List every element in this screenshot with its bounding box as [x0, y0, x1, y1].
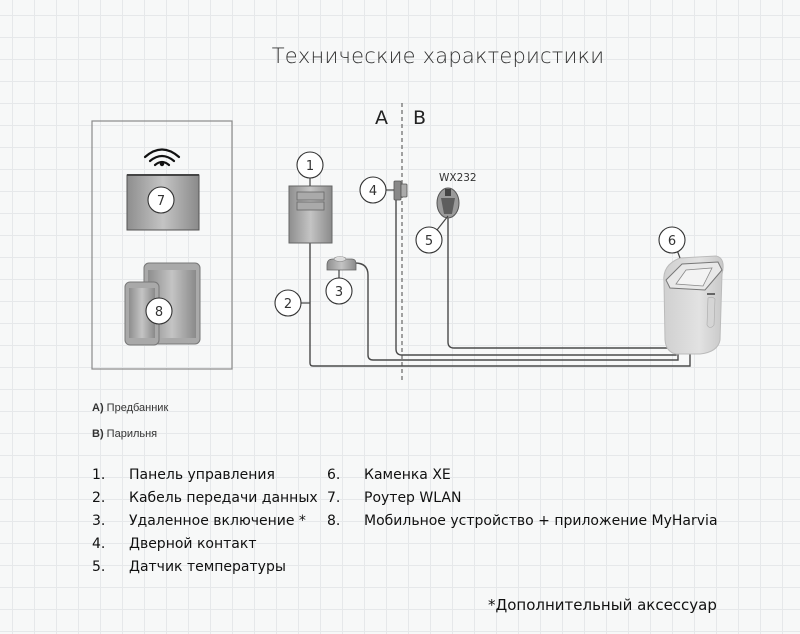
callout-5: 5 [415, 226, 443, 254]
callout-6: 6 [658, 226, 686, 254]
callout-4: 4 [359, 176, 387, 204]
remote-switch [326, 258, 357, 271]
mobile-devices [124, 262, 201, 346]
door-contact [393, 180, 408, 201]
sauna-heater [663, 255, 724, 355]
svg-text:8: 8 [155, 305, 163, 320]
page-title: Технические характеристики [271, 44, 605, 68]
callout-7: 7 [147, 186, 175, 214]
legend-item: 1.Панель управления [92, 466, 275, 483]
svg-text:3: 3 [335, 285, 343, 300]
footnote: *Дополнительный аксессуар [488, 596, 717, 614]
callout-1: 1 [296, 151, 324, 179]
legend-item: 6.Каменка XE [327, 466, 451, 483]
svg-text:2: 2 [284, 297, 292, 312]
svg-text:7: 7 [157, 194, 165, 209]
zone-a-label: A [375, 107, 388, 129]
zone-b-item: B) Парильня [92, 428, 158, 440]
remote-devices-frame [91, 120, 233, 370]
wifi-icon [143, 148, 181, 167]
legend-item: 8.Мобильное устройство + приложение MyHa… [327, 512, 718, 529]
legend-item: 2.Кабель передачи данных [92, 489, 318, 506]
sensor-model-label: WX232 [439, 172, 477, 184]
legend-right: 6.Каменка XE 7.Роутер WLAN 8.Мобильное у… [327, 463, 718, 532]
legend-item: 3.Удаленное включение * [92, 512, 306, 529]
svg-text:1: 1 [306, 159, 314, 174]
svg-text:6: 6 [668, 234, 676, 249]
legend-left: 1.Панель управления 2.Кабель передачи да… [92, 463, 318, 578]
wlan-router [126, 174, 200, 231]
svg-text:5: 5 [425, 234, 433, 249]
legend-item: 7.Роутер WLAN [327, 489, 462, 506]
callout-8: 8 [145, 297, 173, 325]
zone-legend: A) Предбанник B) Парильня [92, 402, 168, 454]
callout-3: 3 [325, 277, 353, 305]
legend-item: 5.Датчик температуры [92, 558, 286, 575]
callout-2: 2 [274, 289, 310, 317]
cables [309, 198, 691, 367]
temperature-sensor [436, 187, 460, 219]
legend-item: 4.Дверной контакт [92, 535, 257, 552]
zone-b-label: B [413, 107, 426, 129]
zone-a-item: A) Предбанник [92, 402, 169, 414]
svg-text:4: 4 [369, 184, 377, 199]
